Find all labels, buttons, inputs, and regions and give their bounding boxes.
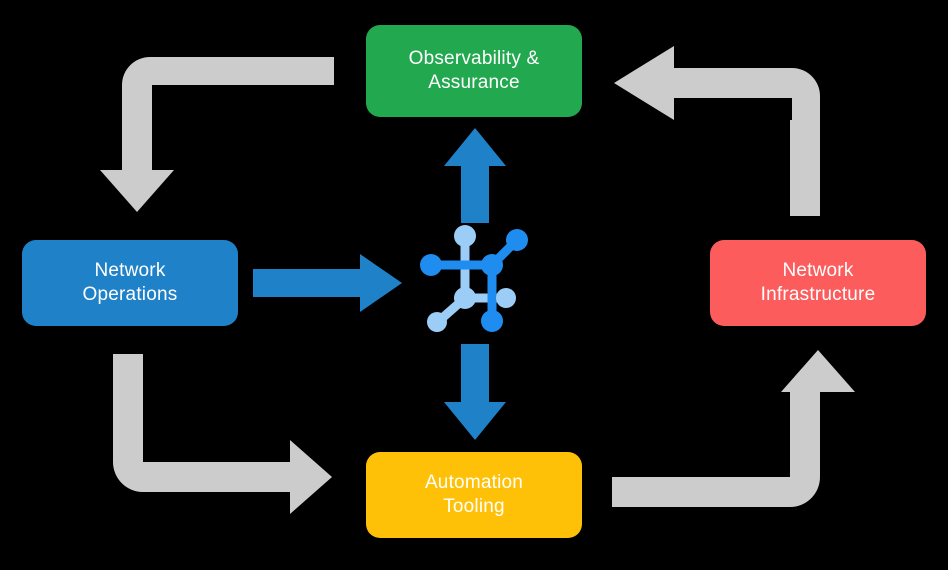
gray-arrow-operations-to-automation bbox=[113, 354, 332, 514]
blue-arrow-operations-to-center bbox=[253, 254, 402, 312]
network-icon-primary-links bbox=[427, 237, 520, 325]
network-topology-icon bbox=[420, 225, 528, 332]
network-icon-secondary-nodes bbox=[427, 225, 516, 332]
node-box-network-operations[interactable]: Network Operations bbox=[22, 240, 238, 326]
node-label-network-infrastructure: Network Infrastructure bbox=[760, 259, 876, 305]
gray-arrow-infrastructure-to-observability bbox=[614, 46, 820, 216]
node-label-observability: Observability & Assurance bbox=[408, 47, 540, 93]
blue-arrow-center-to-automation bbox=[444, 344, 506, 440]
node-label-network-operations: Network Operations bbox=[82, 259, 178, 305]
gray-arrow-automation-to-infrastructure bbox=[612, 350, 855, 507]
gray-arrow-observability-to-operations bbox=[100, 57, 334, 212]
network-icon-primary-nodes bbox=[420, 229, 528, 332]
node-box-observability[interactable]: Observability & Assurance bbox=[366, 25, 582, 117]
node-box-automation-tooling[interactable]: Automation Tooling bbox=[366, 452, 582, 538]
blue-arrow-center-to-observability bbox=[444, 128, 506, 223]
node-label-automation-tooling: Automation Tooling bbox=[424, 471, 524, 517]
node-box-network-infrastructure[interactable]: Network Infrastructure bbox=[710, 240, 926, 326]
